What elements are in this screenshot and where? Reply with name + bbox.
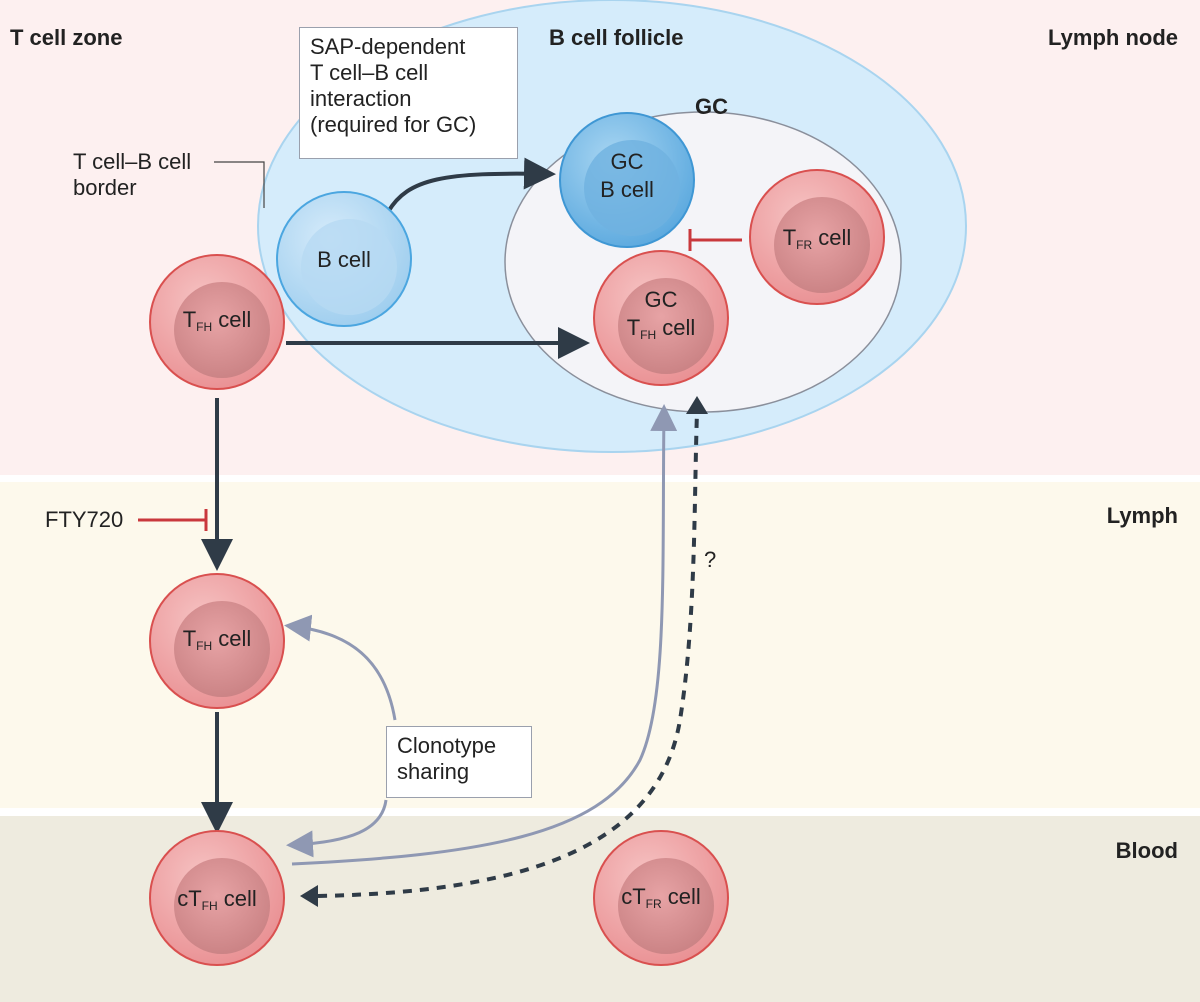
tfh-cell-lymph-label: TFH cell (150, 625, 284, 660)
ctfh-cell (149, 830, 285, 966)
sap-line-1: SAP-dependent (310, 34, 466, 59)
gc-b-line-2: B cell (600, 177, 654, 202)
gc-tfh-cell (593, 250, 729, 386)
t-cell-zone-label: T cell zone (10, 25, 123, 50)
tfr-post: cell (812, 225, 852, 250)
tfr-t: T (782, 225, 797, 250)
b-cell-follicle-label: B cell follicle (549, 25, 684, 50)
tfh-cell-node (149, 254, 285, 390)
tfh-node-post: cell (212, 307, 252, 332)
tfh-node-t: T (182, 307, 197, 332)
fty720-label: FTY720 (45, 507, 124, 532)
sap-line-3: interaction (310, 86, 412, 111)
gc-label: GC (695, 94, 728, 119)
border-callout-line (214, 161, 265, 208)
ctfh-cell-label: cTFH cell (150, 885, 284, 920)
blood-label: Blood (1115, 838, 1178, 863)
tfh-cell-node-label: TFH cell (150, 306, 284, 341)
gc-tfh-cell-label: GC TFH cell (594, 286, 728, 349)
clonotype-line-1: Clonotype (397, 733, 497, 758)
sap-line-4: (required for GC) (310, 112, 477, 137)
ctfr-t: cT (621, 884, 646, 909)
sap-line-2: T cell–B cell (310, 60, 429, 85)
tfr-cell-label: TFR cell (750, 224, 884, 259)
arrow-ctfh-to-gc-tfh (291, 404, 678, 866)
question-mark-label: ? (704, 547, 717, 572)
arrow-b-cell-to-gc-b-cell (386, 157, 556, 214)
sap-interaction-box: SAP-dependent T cell–B cell interaction … (299, 27, 518, 159)
tfr-sub: FR (796, 238, 813, 252)
gc-tfh-sub: FH (640, 328, 657, 342)
b-cell-label: B cell (317, 247, 371, 272)
b-cell (276, 191, 412, 327)
ctfh-sub: FH (201, 899, 218, 913)
ctfr-cell (593, 830, 729, 966)
clonotype-line-2: sharing (397, 759, 470, 784)
gc-tfh-t: T (626, 315, 641, 340)
gc-b-cell (559, 112, 695, 248)
tfh-cell-lymph (149, 573, 285, 709)
gc-tfh-post: cell (656, 315, 696, 340)
ctfh-post: cell (217, 886, 257, 911)
border-label: T cell–B cell border (73, 149, 191, 201)
tfh-lymph-t: T (182, 626, 197, 651)
tfh-lymph-post: cell (212, 626, 252, 651)
border-line-2: border (73, 175, 137, 200)
gc-tfh-line-1: GC (644, 287, 678, 312)
clonotype-sharing-box: Clonotype sharing (386, 726, 532, 798)
gc-b-cell-label: GC B cell (560, 148, 694, 204)
ctfr-sub: FR (645, 897, 662, 911)
ctfr-cell-label: cTFR cell (594, 883, 728, 918)
gc-b-line-1: GC (610, 149, 644, 174)
arrow-clonotype-to-lymph-tfh (284, 614, 397, 721)
ctfh-t: cT (177, 886, 202, 911)
tfr-cell (749, 169, 885, 305)
tfh-lymph-sub: FH (196, 639, 213, 653)
lymph-label: Lymph (1106, 503, 1178, 528)
tfh-node-sub: FH (196, 320, 213, 334)
gc-tfh-line-2: TFH cell (594, 314, 728, 349)
lymph-node-label: Lymph node (1048, 25, 1178, 50)
ctfr-post: cell (661, 884, 701, 909)
arrow-clonotype-to-ctfh (286, 799, 388, 858)
dashed-arrowhead-gc (686, 396, 708, 414)
border-line-1: T cell–B cell (73, 149, 192, 174)
dashed-arrowhead-ctfh (300, 885, 318, 907)
